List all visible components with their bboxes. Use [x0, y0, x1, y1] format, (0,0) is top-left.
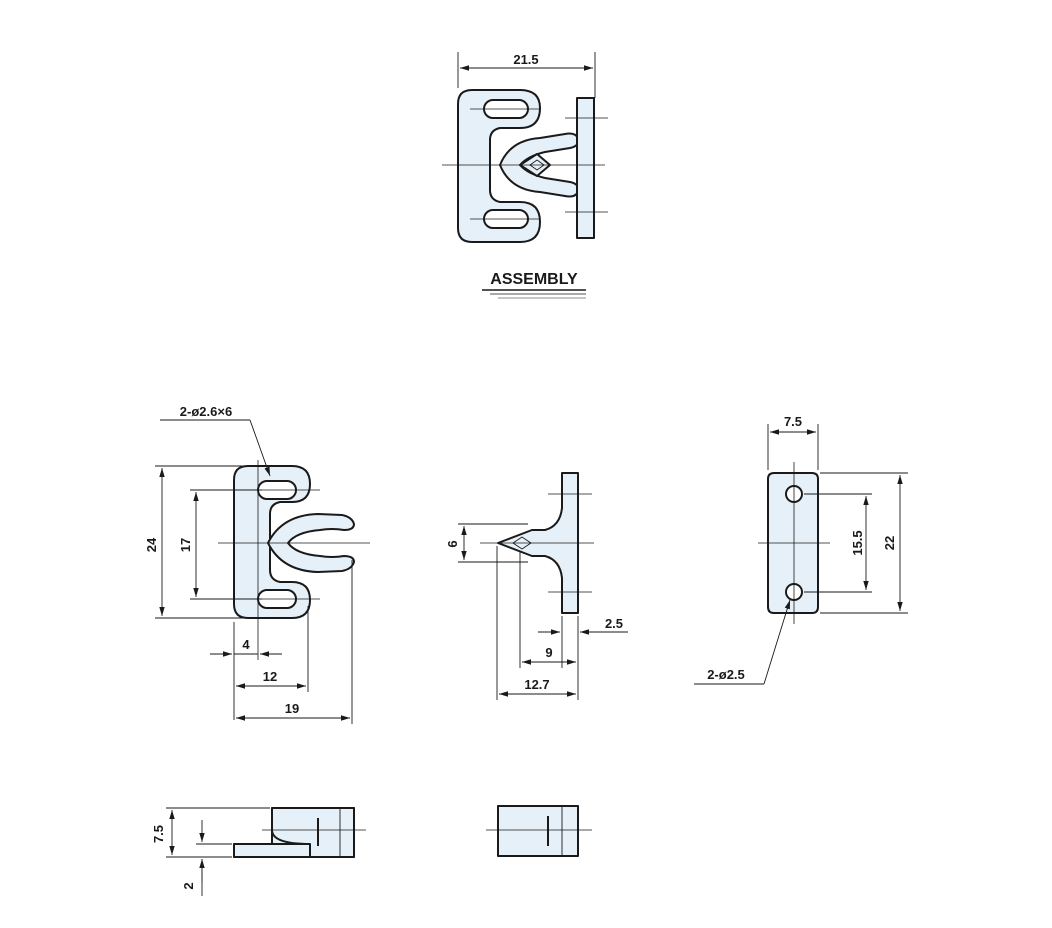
catch-bottom-view: 7.5 2 — [151, 807, 366, 896]
dim-label-7-5: 7.5 — [784, 414, 802, 429]
catch-front-view: 24 17 2-ø2.6×6 4 12 19 — [144, 404, 370, 724]
dim-label-2: 2 — [181, 882, 196, 889]
catch-bottom-block — [271, 807, 355, 858]
strike-front-view: 7.5 15.5 22 2-ø2.5 — [694, 414, 908, 685]
catch-bottom-flange — [233, 843, 311, 858]
assembly-view: 21.5 ASSEMBLY — [442, 52, 608, 299]
dim-label-7-5-bottom: 7.5 — [151, 825, 166, 843]
leader-line — [249, 419, 271, 477]
dim-label-12-7: 12.7 — [524, 677, 549, 692]
catch-base-plate — [233, 465, 311, 619]
assembly-title: ASSEMBLY — [490, 271, 578, 288]
dim-label-6: 6 — [445, 540, 460, 547]
dim-label-slot-holes: 2-ø2.6×6 — [180, 404, 232, 419]
strike-bottom-view — [486, 805, 592, 857]
dim-label-24: 24 — [144, 537, 159, 552]
dim-label-12: 12 — [263, 669, 277, 684]
assembly-base-plate — [457, 89, 541, 243]
dim-label-2-5: 2.5 — [605, 616, 623, 631]
dim-label-4: 4 — [242, 637, 250, 652]
strike-side-view: 6 2.5 9 12.7 — [445, 472, 628, 700]
dim-label-strike-holes: 2-ø2.5 — [707, 667, 745, 682]
dim-label-21-5: 21.5 — [513, 52, 538, 67]
strike-bottom-body — [497, 805, 579, 857]
dim-label-17: 17 — [178, 538, 193, 552]
dim-label-15-5: 15.5 — [850, 530, 865, 555]
assembly-strike — [576, 97, 595, 239]
dim-label-22: 22 — [882, 536, 897, 550]
dim-label-19: 19 — [285, 701, 299, 716]
dim-label-9: 9 — [545, 645, 552, 660]
leader-line — [763, 599, 791, 685]
